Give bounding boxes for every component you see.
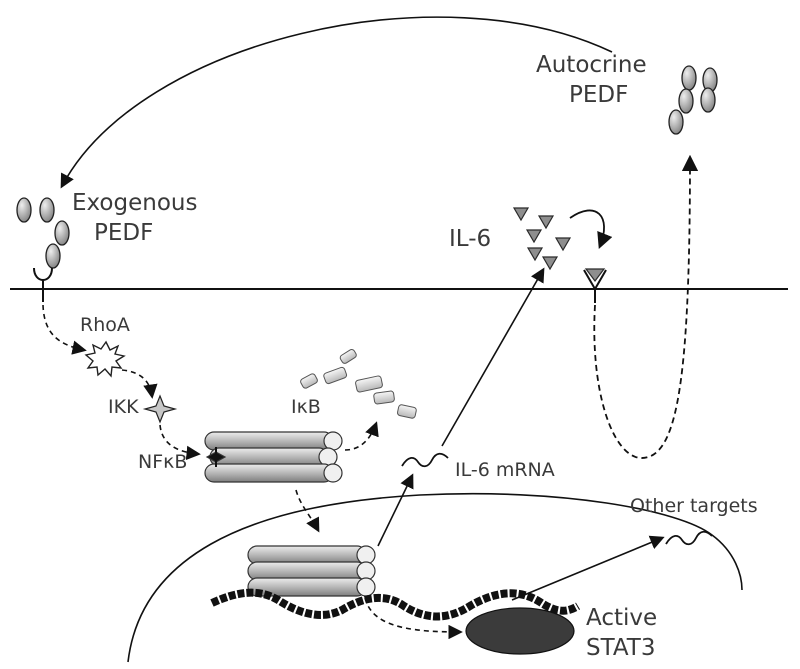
transcription-arrow	[377, 473, 414, 547]
stat3-molecule	[465, 607, 575, 655]
rhoa-to-ikk-arrow	[121, 369, 158, 399]
il6-autocrine-dashed-loop	[593, 154, 699, 459]
rhoa-burst-icon	[84, 340, 126, 378]
exogenous-label-line2: PEDF	[94, 220, 153, 246]
autocrine-label-line1: Autocrine	[536, 52, 647, 78]
exogenous-label-line1: Exogenous	[72, 190, 197, 216]
pedf-receptor	[33, 267, 53, 302]
autocrine-pedf-molecules	[668, 65, 718, 135]
ikb-label: IκB	[291, 396, 321, 418]
nfkb-label: NFκB	[138, 451, 187, 473]
il6-mrna-squiggle	[401, 452, 449, 468]
nfkb-to-stat3-arrow	[364, 597, 463, 640]
nfkb-ikb-complex	[204, 431, 343, 483]
exogenous-pedf-molecules	[16, 197, 70, 269]
autocrine-label-line2: PEDF	[569, 82, 628, 108]
il6-molecules	[512, 207, 572, 271]
il6-binding-arrow	[569, 209, 613, 250]
il6-mrna-label: IL-6 mRNA	[455, 459, 555, 481]
il6-receptor	[583, 268, 607, 303]
dna-strand	[210, 588, 581, 621]
stat3-to-other-targets-arrow	[511, 535, 665, 601]
nfkb-nuclear-dimer	[247, 545, 376, 597]
nfkb-to-ikb-arrow	[344, 421, 379, 451]
translation-secretion-arrow	[441, 267, 545, 447]
ikk-star-icon	[142, 394, 178, 424]
autocrine-loop-arrow	[60, 16, 613, 189]
ikb-fragments	[300, 349, 417, 419]
receptor-to-rhoa-arrow	[42, 304, 87, 355]
active-stat3-label-line2: STAT3	[586, 635, 656, 661]
other-targets-squiggle	[665, 530, 713, 546]
il6-label: IL-6	[449, 226, 491, 252]
nuclear-envelope	[127, 492, 743, 663]
ikk-to-nfkb-arrow	[159, 424, 201, 461]
ikk-label: IKK	[108, 396, 139, 418]
other-targets-label: Other targets	[630, 495, 758, 517]
rhoa-label: RhoA	[80, 314, 130, 336]
active-stat3-label-line1: Active	[586, 605, 657, 631]
nfkb-nuclear-translocation-arrow	[295, 489, 320, 533]
